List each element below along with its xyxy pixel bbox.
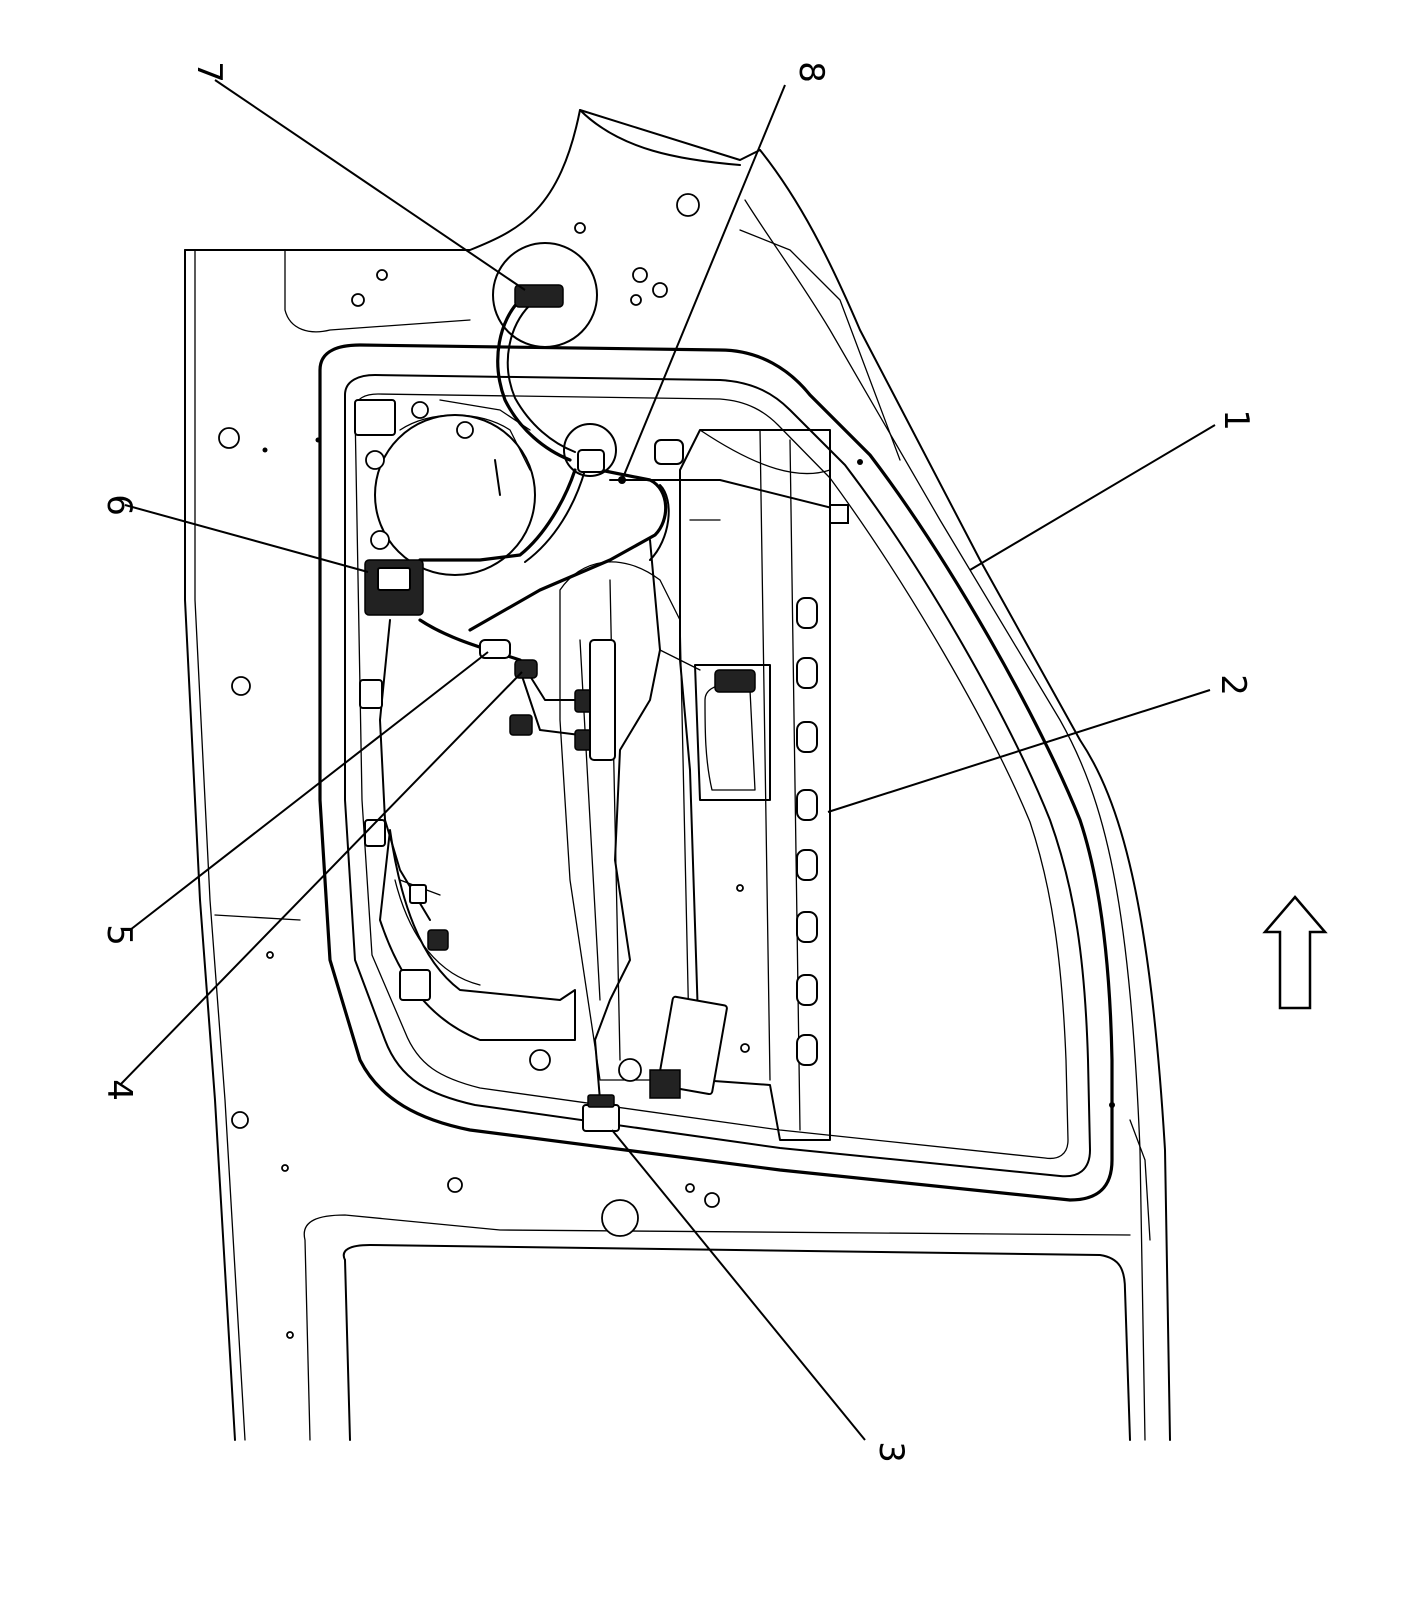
door-module-panel — [679, 429, 831, 1141]
upper-grommet — [492, 242, 598, 348]
up-arrow-icon — [1262, 895, 1328, 1010]
leader-8 — [621, 84, 786, 481]
trim-clip — [796, 911, 818, 943]
leader-2 — [827, 689, 1211, 813]
body-holes — [218, 193, 1115, 1339]
leader-5 — [129, 651, 489, 931]
callout-7: 7 — [189, 61, 229, 83]
callout-2: 2 — [1213, 674, 1253, 696]
callout-4: 4 — [99, 1079, 139, 1101]
connector-7 — [514, 284, 564, 308]
callout-3: 3 — [871, 1441, 911, 1463]
harness-grommet — [563, 423, 617, 477]
connector-3 — [582, 1104, 620, 1132]
trim-clip — [796, 721, 818, 753]
speaker-assembly — [354, 399, 536, 576]
leader-7 — [214, 79, 526, 291]
connector-8 — [577, 449, 605, 473]
trim-clip — [796, 789, 818, 821]
callout-labels: 1 2 3 4 5 6 7 8 — [99, 61, 1256, 1463]
trim-clip — [796, 657, 818, 689]
leader-4 — [119, 671, 523, 1086]
inner-reinforcement — [379, 561, 728, 1099]
leader-6 — [124, 504, 369, 573]
lock-connector — [714, 669, 756, 693]
switch-bracket — [589, 639, 616, 761]
leader-3 — [611, 1129, 866, 1441]
ground-bracket — [649, 1069, 681, 1099]
callout-8: 8 — [791, 61, 831, 83]
trim-clip — [796, 849, 818, 881]
leader-1 — [969, 424, 1216, 571]
trim-clip — [796, 974, 818, 1006]
callout-1: 1 — [1216, 409, 1256, 431]
callout-6: 6 — [99, 494, 139, 516]
trim-clip — [796, 597, 818, 629]
speaker-bracket — [354, 399, 396, 436]
door-outer-panel — [184, 109, 1171, 1441]
components — [359, 242, 849, 1132]
hinge-bracket — [399, 969, 431, 1001]
inline-connector — [829, 504, 849, 524]
door-inner-panel-opening — [318, 343, 1114, 1202]
trim-clip — [796, 1034, 818, 1066]
callout-5: 5 — [99, 924, 139, 946]
leader-lines — [119, 79, 1216, 1441]
